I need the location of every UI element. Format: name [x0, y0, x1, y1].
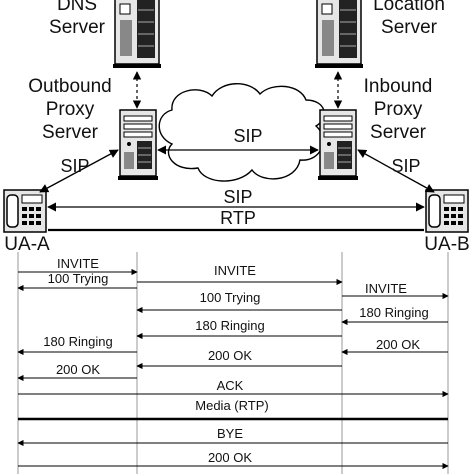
- ua-b-phone-icon: [425, 189, 469, 233]
- location-server-icon: [315, 0, 363, 68]
- ua-a-proxy-sip-link: [39, 149, 119, 193]
- outbound-proxy-label-line2: Proxy: [46, 99, 95, 120]
- outbound-proxy-label-line1: Outbound: [28, 76, 111, 97]
- inbound-proxy-label-line1: Inbound: [364, 76, 433, 97]
- ok-inbound-to-outbound-label: 200 OK: [208, 348, 252, 363]
- dns-server-icon: [113, 0, 161, 68]
- ok-a-to-b-label: 200 OK: [208, 450, 252, 465]
- location-server-label-line1: Location: [373, 0, 445, 15]
- right-sip-label: SIP: [391, 156, 420, 176]
- ringing-inbound-to-outbound-label: 180 Ringing: [195, 318, 264, 333]
- invite-inbound-to-b-label: INVITE: [365, 281, 407, 296]
- inbound-proxy-label-line3: Server: [370, 122, 427, 143]
- cloud-sip-label: SIP: [233, 126, 262, 146]
- media-rtp-label: Media (RTP): [195, 398, 268, 413]
- bye-b-to-a-label: BYE: [217, 426, 243, 441]
- ua-a-label: UA-A: [4, 234, 50, 255]
- outbound-proxy-label-line3: Server: [42, 122, 99, 143]
- ringing-outbound-to-a-label: 180 Ringing: [43, 334, 112, 349]
- trying-inbound-to-outbound-label: 100 Trying: [200, 290, 261, 305]
- ack-a-to-b-label: ACK: [217, 378, 244, 393]
- dns-server-label-line1: DNS: [57, 0, 97, 15]
- invite-outbound-to-inbound-label: INVITE: [214, 263, 256, 278]
- ringing-b-to-inbound-label: 180 Ringing: [359, 305, 428, 320]
- location-server-label-line2: Server: [381, 17, 438, 38]
- ok-outbound-to-a-label: 200 OK: [56, 362, 100, 377]
- ua-a-phone-icon: [3, 189, 47, 233]
- trying-outbound-to-a-label: 100 Trying: [48, 271, 109, 286]
- left-sip-label: SIP: [60, 156, 89, 176]
- inbound-proxy-label-line2: Proxy: [374, 99, 423, 120]
- ua-rtp-label: RTP: [220, 208, 256, 228]
- invite-a-to-outbound-label: INVITE: [57, 256, 99, 271]
- outbound-proxy-icon: [117, 109, 159, 181]
- ua-b-label: UA-B: [424, 234, 469, 255]
- inbound-proxy-icon: [317, 109, 359, 181]
- ua-b-proxy-sip-link: [357, 149, 435, 193]
- ua-sip-label: SIP: [223, 187, 252, 207]
- dns-server-label-line2: Server: [49, 17, 106, 38]
- ok-b-to-inbound-label: 200 OK: [376, 337, 420, 352]
